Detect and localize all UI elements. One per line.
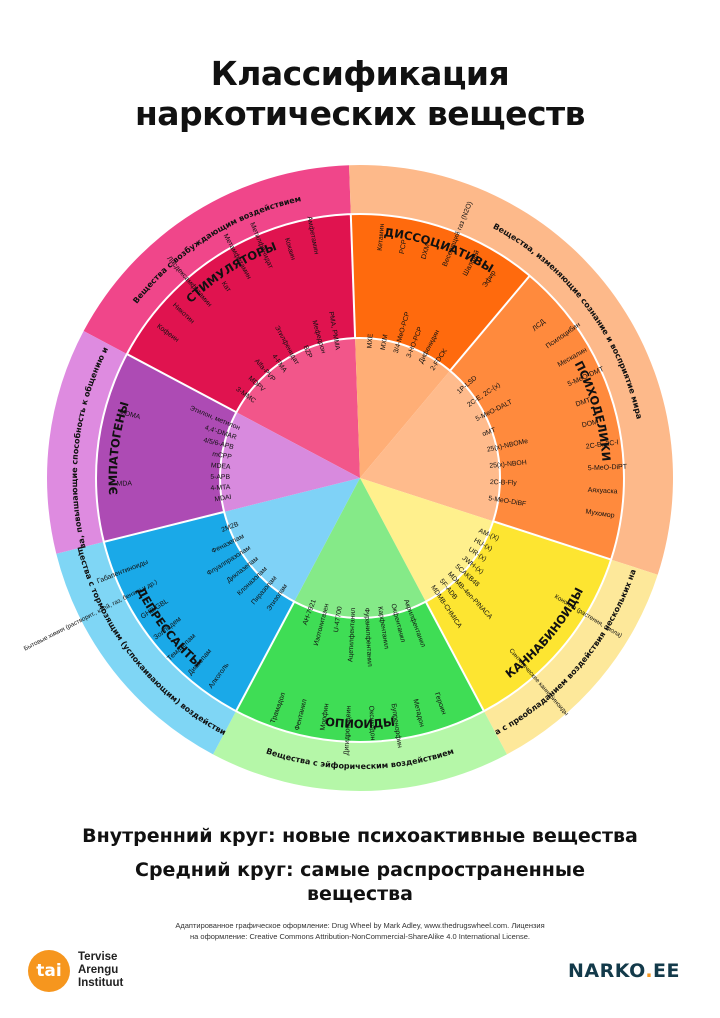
class-label-opioids: ОПИОИДЫ: [324, 715, 395, 731]
inner-item-psychedelics: αMT: [481, 427, 496, 438]
middle-item-psychedelics: Мухомор: [585, 509, 615, 520]
narko-logo-word: NARKO: [567, 960, 646, 982]
middle-item-opioids: Дигидрокодеин: [343, 705, 352, 755]
ring-separator: [235, 601, 296, 712]
tai-name-line: Arengu: [78, 964, 119, 976]
tai-logo-name: Tervise Arengu Instituut: [78, 951, 123, 990]
middle-item-empathogens: MDA: [116, 480, 132, 487]
middle-ring-stimulants: [126, 214, 356, 413]
middle-ring-border: [95, 213, 625, 743]
ring-separator: [126, 353, 237, 414]
ring-separator: [349, 214, 357, 339]
tai-name-line: Tervise: [78, 951, 118, 963]
middle-item-psychedelics: DOM: [581, 419, 599, 430]
inner-item-empathogens: 5-APB: [210, 474, 230, 481]
middle-ring-cannabinoids: [425, 521, 612, 712]
tai-logo-mark: tai: [28, 950, 70, 992]
inner-item-psychedelics: 25(x)-NBOH: [489, 459, 527, 469]
middle-ring-dissociatives: [350, 214, 530, 371]
outer-ring-cannabinoids: [483, 559, 658, 755]
middle-item-opioids: Морфин: [320, 703, 331, 731]
middle-item-psychedelics: 2C-B, 2C-I: [585, 439, 619, 450]
inner-item-empathogens: 4-MTA: [210, 484, 231, 492]
credit-line-1: Адаптированное графическое оформление: D…: [175, 921, 545, 930]
ring-separator: [103, 510, 225, 543]
middle-item-psychedelics: 5-MeO-DiPT: [588, 464, 628, 473]
ring-separator: [424, 601, 485, 712]
credit-line-2: на оформление: Creative Commons Attribut…: [190, 932, 530, 941]
inner-ring-dissociatives: [355, 338, 450, 478]
middle-ring-psychedelics: [449, 275, 624, 560]
inner-item-psychedelics: 2C-B-Fly: [490, 479, 518, 487]
title-line-2: наркотических веществ: [134, 94, 586, 133]
inner-item-opioids: Ацетилфентанил: [347, 608, 357, 663]
outer-ring-opioids: [213, 711, 507, 791]
inner-item-opioids: Фуранилфентанил: [363, 608, 373, 667]
drug-wheel: Вещества с возбуждающим воздействиемВеще…: [0, 0, 673, 791]
credit-note: Адаптированное графическое оформление: D…: [90, 920, 630, 942]
middle-item-dissociatives: DXM: [421, 243, 432, 260]
inner-ring-stimulants: [236, 338, 360, 478]
inner-item-dissociatives: MXE: [367, 333, 375, 349]
legend-middle-circle: Средний круг: самые распространенные вещ…: [135, 859, 585, 905]
inner-ring-empathogens: [220, 412, 360, 512]
inner-ring-opioids: [294, 478, 426, 618]
inner-item-opioids: U-47700: [333, 606, 344, 633]
middle-item-opioids: Оксикодон: [367, 706, 376, 741]
outer-ring-stimulants: [83, 165, 351, 355]
inner-item-stimulants: BZP: [302, 345, 314, 360]
outer-ring-depressants: [56, 541, 237, 755]
middle-ring-opioids: [236, 601, 484, 742]
legend-inner-circle: Внутренний круг: новые психоактивные вещ…: [82, 825, 638, 847]
page-title: Классификация наркотических веществ: [0, 54, 720, 134]
outer-ring-psychedelic-group: [349, 165, 673, 575]
inner-item-empathogens: MDAI: [214, 494, 232, 503]
inner-item-empathogens: mCPP: [212, 451, 233, 461]
inner-ring-border: [219, 337, 501, 619]
outer-ring-empathogens: [46, 331, 127, 554]
inner-ring-depressants: [224, 478, 360, 602]
middle-item-dissociatives: Кетамин: [377, 223, 386, 251]
middle-item-dissociatives: PCP: [399, 239, 409, 255]
middle-ring-empathogens: [96, 354, 237, 542]
inner-item-empathogens: MDEA: [211, 462, 232, 471]
narko-logo-tld: EE: [653, 960, 680, 982]
middle-item-psychedelics: Аяхуаска: [587, 487, 617, 496]
middle-item-psychedelics: DMT: [575, 397, 592, 409]
inner-ring-psychedelics: [360, 370, 501, 522]
tai-name-line: Instituut: [78, 977, 124, 989]
title-line-1: Классификация: [210, 54, 510, 93]
narko-logo-dot: .: [645, 960, 654, 982]
inner-item-dissociatives: MXM: [380, 334, 390, 351]
ring-separator: [492, 520, 612, 561]
tai-logo[interactable]: tai Tervise Arengu Instituut: [28, 950, 168, 998]
ring-separator: [449, 275, 531, 372]
inner-ring-cannabinoids: [360, 478, 494, 602]
narko-logo[interactable]: NARKO.EE: [568, 960, 680, 982]
